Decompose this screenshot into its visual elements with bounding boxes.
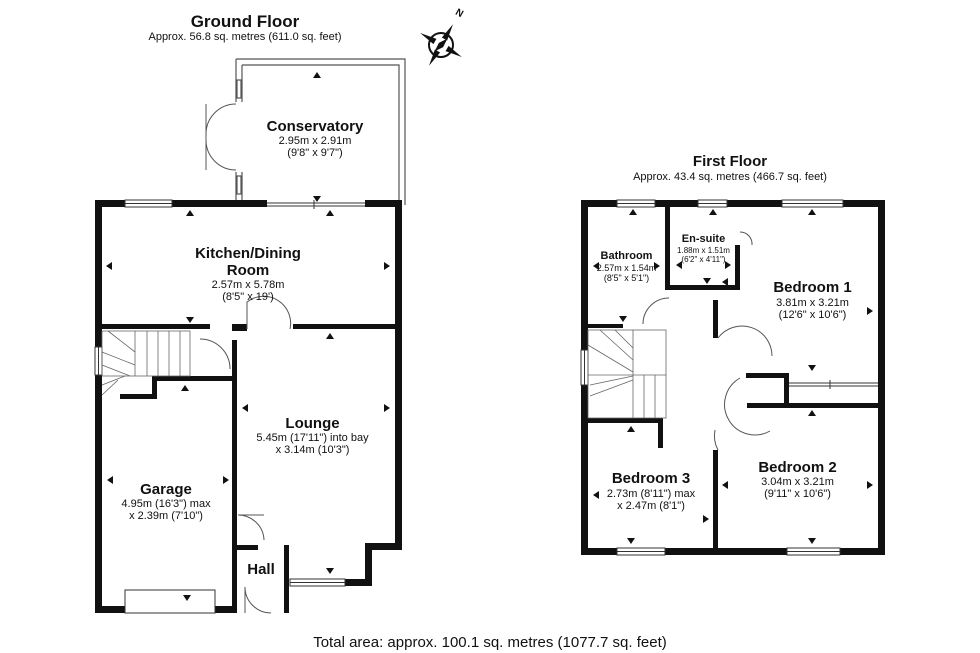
conservatory-label: Conservatory [266,118,364,135]
ensuite-dimensions: 1.88m x 1.51m [677,246,730,255]
compass-rose-icon [420,24,462,66]
conservatory-walls [235,58,406,205]
bedroom2-dimensions-imperial: (9'11" x 10'6") [764,488,831,500]
bedroom1-dimensions: 3.81m x 3.21m [776,297,849,309]
bathroom-label: Bathroom [600,250,653,262]
garage-dimensions: 4.95m (16'3") max [121,498,211,510]
bedroom1-label: Bedroom 1 [773,279,852,296]
hall-label: Hall [247,561,275,578]
garage-dimensions-imperial: x 2.39m (7'10") [129,510,203,522]
ground-floor-walls [95,200,402,613]
first-floor-stairs [587,329,667,419]
lounge-dimensions-imperial: x 3.14m (10'3") [275,444,350,456]
kitchen-label: Kitchen/Dining [195,245,301,262]
ground-floor-arrows [106,72,390,601]
bedroom3-label: Bedroom 3 [611,470,691,487]
lounge-label: Lounge [285,415,340,432]
ground-floor-windows [94,199,346,614]
first-floor-title: First Floor [692,153,768,170]
bedroom1-dimensions-imperial: (12'6" x 10'6") [778,309,847,321]
first-floor-doors [642,231,773,451]
wardrobe-slider [789,380,878,389]
bedroom2-dimensions: 3.04m x 3.21m [761,476,834,488]
ground-floor-stairs [101,330,191,396]
bathroom-dimensions-imperial: (8'5" x 5'1") [603,273,650,283]
first-floor-area: Approx. 43.4 sq. metres (466.7 sq. feet) [633,171,827,183]
conservatory-dimensions-imperial: (9'8" x 9'7") [287,147,343,159]
ground-floor-plan [94,24,462,614]
lounge-dimensions: 5.45m (17'11") into bay [256,432,369,444]
ensuite-label: En-suite [681,233,726,245]
ground-floor-area: Approx. 56.8 sq. metres (611.0 sq. feet) [148,31,342,43]
garage-label: Garage [140,481,192,498]
sliding-door [267,200,365,209]
first-floor-windows [580,199,844,556]
bedroom2-label: Bedroom 2 [758,459,837,476]
conservatory-dimensions: 2.95m x 2.91m [278,135,352,147]
bathroom-dimensions: 2.57m x 1.54m [596,263,657,273]
total-area: Total area: approx. 100.1 sq. metres (10… [313,634,667,651]
first-floor-arrows [593,209,873,544]
conservatory-french-doors [205,103,237,171]
ground-floor-doors [199,295,292,614]
bedroom3-dimensions: 2.73m (8'11") max [606,488,696,500]
kitchen-dimensions-imperial: (8'5" x 19') [222,291,274,303]
bedroom3-dimensions-imperial: x 2.47m (8'1") [617,500,685,512]
ensuite-dimensions-imperial: (6'2" x 4'11") [681,255,726,264]
ground-floor-title: Ground Floor [190,12,300,31]
first-floor-plan [580,199,885,556]
kitchen-dimensions: 2.57m x 5.78m [211,279,285,291]
kitchen-label-line2: Room [226,262,270,279]
